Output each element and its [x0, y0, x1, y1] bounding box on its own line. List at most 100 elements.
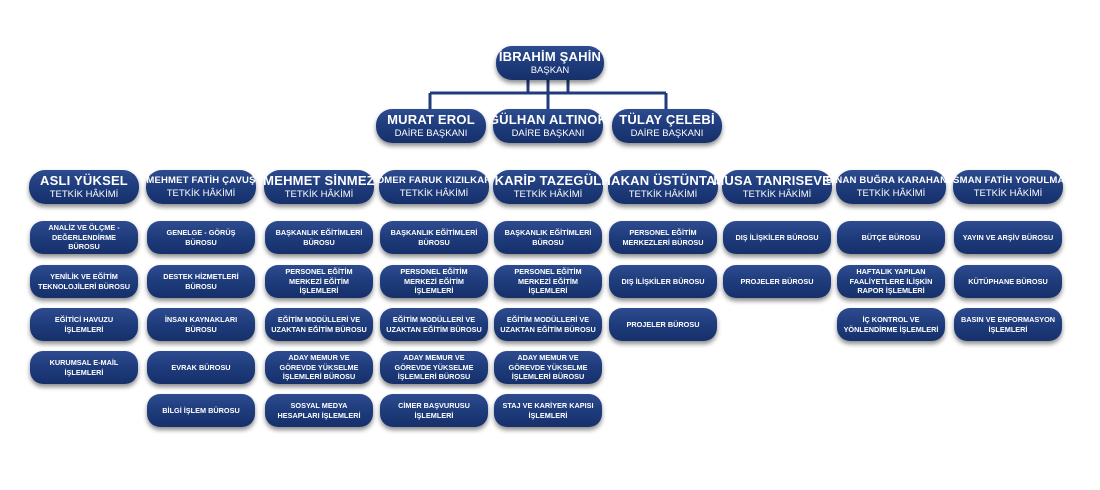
unit-label: BAŞKANLIK EĞİTİMLERİ BÜROSU: [275, 228, 363, 247]
unit-label: KÜTÜPHANE BÜROSU: [968, 276, 1048, 286]
unit-box: İNSAN KAYNAKLARI BÜROSU: [147, 308, 255, 341]
unit-label: EĞİTİCİ HAVUZU İŞLEMLERİ: [54, 315, 114, 334]
unit-label: BASIN VE ENFORMASYON İŞLEMLERİ: [960, 315, 1056, 334]
person-title: TETKİK HÂKİMİ: [513, 189, 583, 200]
unit-box: EVRAK BÜROSU: [147, 351, 255, 384]
unit-box: DIŞ İLİŞKİLER BÜROSU: [609, 265, 717, 298]
unit-label: İÇ KONTROL VE YÖNLENDİRME İŞLEMLERİ: [843, 315, 939, 334]
unit-label: BAŞKANLIK EĞİTİMLERİ BÜROSU: [390, 228, 478, 247]
unit-label: GENELGE - GÖRÜŞ BÜROSU: [166, 228, 236, 247]
unit-box: BAŞKANLIK EĞİTİMLERİ BÜROSU: [494, 221, 602, 254]
person-title: DAİRE BAŞKANI: [511, 128, 585, 139]
unit-label: STAJ VE KARİYER KAPISI İŞLEMLERİ: [502, 401, 594, 420]
unit-box: ADAY MEMUR VE GÖREVDE YÜKSELME İŞLEMLERİ…: [265, 351, 373, 384]
unit-label: PERSONEL EĞİTİM MERKEZİ EĞİTİM İŞLEMLERİ: [285, 267, 353, 296]
person-name: MUSA TANRISEVEN: [713, 173, 841, 188]
unit-box: PERSONEL EĞİTİM MERKEZİ EĞİTİM İŞLEMLERİ: [265, 265, 373, 298]
unit-box: HAFTALIK YAPILAN FAALİYETLERE İLİŞKİN RA…: [837, 265, 945, 298]
unit-box: PROJELER BÜROSU: [723, 265, 831, 298]
unit-box: ADAY MEMUR VE GÖREVDE YÜKSELME İŞLEMLERİ…: [380, 351, 488, 384]
unit-label: PERSONEL EĞİTİM MERKEZİ EĞİTİM İŞLEMLERİ: [514, 267, 582, 296]
person-title: TETKİK HÂKİMİ: [399, 187, 469, 199]
person-name: MEHMET FATİH ÇAVUŞ: [146, 174, 256, 186]
unit-label: PERSONEL EĞİTİM MERKEZLERİ BÜROSU: [622, 228, 704, 247]
unit-label: DIŞ İLİŞKİLER BÜROSU: [735, 232, 819, 242]
unit-box: EĞİTİCİ HAVUZU İŞLEMLERİ: [30, 308, 138, 341]
unit-label: KURUMSAL E-MAİL İŞLEMLERİ: [49, 358, 119, 377]
unit-label: ADAY MEMUR VE GÖREVDE YÜKSELME İŞLEMLERİ…: [279, 353, 359, 382]
unit-label: SOSYAL MEDYA HESAPLARI İŞLEMLERİ: [277, 401, 361, 420]
person-title: TETKİK HÂKİMİ: [284, 189, 354, 200]
person-name: İBRAHİM ŞAHİN: [498, 49, 602, 64]
person-title: TETKİK HÂKİMİ: [166, 187, 236, 199]
unit-label: CİMER BAŞVURUSU İŞLEMLERİ: [398, 401, 470, 420]
unit-box: BAŞKANLIK EĞİTİMLERİ BÜROSU: [265, 221, 373, 254]
unit-box: CİMER BAŞVURUSU İŞLEMLERİ: [380, 394, 488, 427]
unit-box: PERSONEL EĞİTİM MERKEZİ EĞİTİM İŞLEMLERİ: [380, 265, 488, 298]
person-name: ASLI YÜKSEL: [40, 173, 128, 188]
unit-box: KURUMSAL E-MAİL İŞLEMLERİ: [30, 351, 138, 384]
person-name: MURAT EROL: [387, 112, 475, 127]
person-name: MEHMET SİNMEZ: [263, 173, 375, 188]
person-title: DAİRE BAŞKANI: [630, 128, 704, 139]
unit-box: EĞİTİM MODÜLLERİ VE UZAKTAN EĞİTİM BÜROS…: [380, 308, 488, 341]
person-name: TÜLAY ÇELEBİ: [619, 112, 715, 127]
unit-label: EĞİTİM MODÜLLERİ VE UZAKTAN EĞİTİM BÜROS…: [500, 315, 596, 334]
unit-box: İÇ KONTROL VE YÖNLENDİRME İŞLEMLERİ: [837, 308, 945, 341]
person-title: BAŞKAN: [530, 65, 570, 76]
unit-box: PERSONEL EĞİTİM MERKEZİ EĞİTİM İŞLEMLERİ: [494, 265, 602, 298]
unit-box: DIŞ İLİŞKİLER BÜROSU: [723, 221, 831, 254]
unit-label: YAYIN VE ARŞİV BÜROSU: [962, 232, 1054, 242]
unit-label: DIŞ İLİŞKİLER BÜROSU: [621, 276, 705, 286]
person-name: HAKAN ÜSTÜNTAŞ: [601, 173, 725, 188]
unit-label: DESTEK HİZMETLERİ BÜROSU: [163, 272, 239, 291]
unit-label: BİLGİ İŞLEM BÜROSU: [162, 405, 240, 415]
person-title: TETKİK HÂKİMİ: [49, 189, 119, 200]
person-title: TETKİK HÂKİMİ: [628, 189, 698, 200]
unit-box: BÜTÇE BÜROSU: [837, 221, 945, 254]
unit-label: EVRAK BÜROSU: [171, 362, 231, 372]
unit-label: ADAY MEMUR VE GÖREVDE YÜKSELME İŞLEMLERİ…: [508, 353, 588, 382]
unit-box: BAŞKANLIK EĞİTİMLERİ BÜROSU: [380, 221, 488, 254]
unit-box: KÜTÜPHANE BÜROSU: [954, 265, 1062, 298]
unit-label: BAŞKANLIK EĞİTİMLERİ BÜROSU: [504, 228, 592, 247]
unit-label: PERSONEL EĞİTİM MERKEZİ EĞİTİM İŞLEMLERİ: [400, 267, 468, 296]
unit-box: YAYIN VE ARŞİV BÜROSU: [954, 221, 1062, 254]
person-name: ÖMER FARUK KIZILKAR: [376, 174, 492, 186]
unit-box: DESTEK HİZMETLERİ BÜROSU: [147, 265, 255, 298]
unit-label: PROJELER BÜROSU: [740, 276, 814, 286]
unit-label: HAFTALIK YAPILAN FAALİYETLERE İLİŞKİN RA…: [849, 267, 933, 296]
unit-box: PROJELER BÜROSU: [609, 308, 717, 341]
unit-box: STAJ VE KARİYER KAPISI İŞLEMLERİ: [494, 394, 602, 427]
unit-label: PROJELER BÜROSU: [626, 319, 700, 329]
person-name: GÜLHAN ALTINOK: [488, 112, 608, 127]
person-name: KARİP TAZEGÜL: [494, 173, 602, 188]
unit-label: EĞİTİM MODÜLLERİ VE UZAKTAN EĞİTİM BÜROS…: [271, 315, 367, 334]
unit-label: YENİLİK VE EĞİTİM TEKNOLOJİLERİ BÜROSU: [37, 272, 131, 291]
person-name: OSMAN FATİH YORULMAZ: [945, 174, 1071, 186]
unit-label: ADAY MEMUR VE GÖREVDE YÜKSELME İŞLEMLERİ…: [394, 353, 474, 382]
unit-box: EĞİTİM MODÜLLERİ VE UZAKTAN EĞİTİM BÜROS…: [265, 308, 373, 341]
unit-label: BÜTÇE BÜROSU: [861, 232, 921, 242]
unit-box: GENELGE - GÖRÜŞ BÜROSU: [147, 221, 255, 254]
unit-box: YENİLİK VE EĞİTİM TEKNOLOJİLERİ BÜROSU: [30, 265, 138, 298]
unit-label: EĞİTİM MODÜLLERİ VE UZAKTAN EĞİTİM BÜROS…: [386, 315, 482, 334]
person-title: DAİRE BAŞKANI: [394, 128, 468, 139]
unit-box: PERSONEL EĞİTİM MERKEZLERİ BÜROSU: [609, 221, 717, 254]
person-title: TETKİK HÂKİMİ: [856, 187, 926, 199]
unit-box: ANALİZ VE ÖLÇME - DEĞERLENDİRME BÜROSU: [30, 221, 138, 254]
